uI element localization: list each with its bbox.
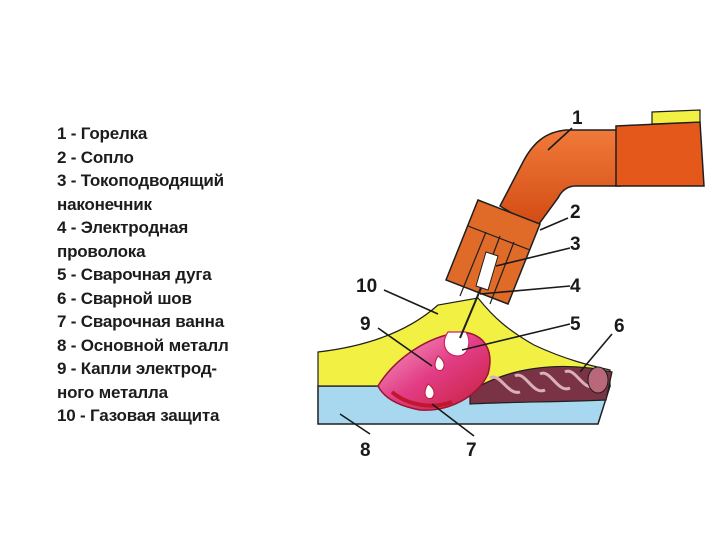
legend-item: 5 - Сварочная дуга <box>57 265 212 284</box>
callout-9: 9 <box>360 314 371 335</box>
legend-item: 1 - Горелка <box>57 124 148 143</box>
legend-item: 10 - Газовая защита <box>57 406 220 425</box>
leader-4 <box>479 285 571 295</box>
callout-5: 5 <box>570 314 581 335</box>
callout-3: 3 <box>570 234 581 255</box>
callout-4: 4 <box>570 276 581 297</box>
leader-10 <box>383 289 439 315</box>
leader-2 <box>539 217 569 231</box>
weld-seam <box>469 365 613 405</box>
callout-6: 6 <box>614 316 625 337</box>
leader-8 <box>339 413 371 435</box>
legend-item: 4 - Электродная <box>57 218 189 237</box>
droplet-1 <box>434 355 445 371</box>
leader-5 <box>461 323 571 351</box>
callout-8: 8 <box>360 440 371 461</box>
legend-item: 2 - Сопло <box>57 147 134 167</box>
legend-item: 6 - Сварной шов <box>57 288 192 308</box>
leader-1 <box>547 127 573 151</box>
legend-item: ного металла <box>57 382 168 402</box>
legend-item: 8 - Основной металл <box>57 335 229 355</box>
legend-item: наконечник <box>57 194 152 214</box>
arc-core <box>443 331 470 357</box>
leader-9 <box>377 327 433 367</box>
legend-item: 3 - Токоподводящий <box>57 171 224 190</box>
callout-7: 7 <box>466 440 477 461</box>
callout-10: 10 <box>356 276 377 297</box>
electrode-wire <box>459 287 482 339</box>
torch-cap <box>651 109 701 125</box>
nozzle <box>445 199 541 305</box>
legend-item: 7 - Сварочная ванна <box>57 312 224 331</box>
leader-6 <box>579 333 613 373</box>
legend-item: проволока <box>57 241 146 261</box>
leader-7 <box>431 403 475 437</box>
torch-handle <box>615 121 705 187</box>
legend-item: 9 - Капли электрод- <box>57 359 217 378</box>
callout-1: 1 <box>572 108 583 129</box>
torch-body <box>499 129 621 229</box>
contact-tip <box>475 251 499 291</box>
leader-3 <box>495 247 571 267</box>
legend-list: 1 - Горелка 2 - Сопло 3 - Токоподводящий на… <box>57 122 229 428</box>
callout-2: 2 <box>570 202 581 223</box>
droplet-2 <box>424 383 435 399</box>
